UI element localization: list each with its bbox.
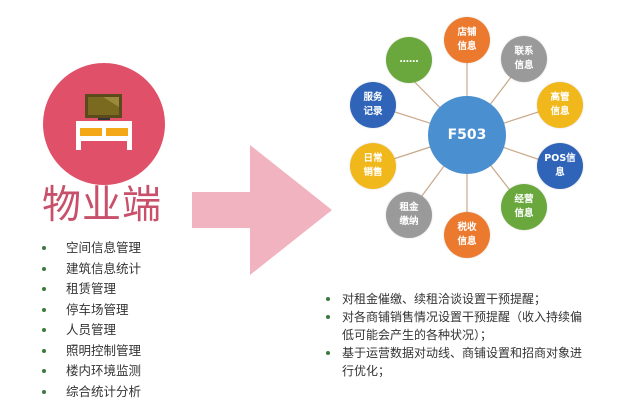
list-item: 空间信息管理 [42,238,141,259]
node-more: …… [386,37,432,83]
property-icon-circle [43,63,165,185]
list-item: 综合统计分析 [42,382,141,403]
node-contact-info: 联系信息 [501,36,547,82]
list-item: 停车场管理 [42,300,141,321]
hub-node: F503 [428,96,506,174]
node-daily-sales: 日常销售 [350,143,396,189]
node-pos-info: POS信息 [537,143,583,189]
node-business-info: 经营信息 [501,184,547,230]
node-tax-info: 税收信息 [444,212,490,258]
feature-list: 空间信息管理 建筑信息统计 租赁管理 停车场管理 人员管理 照明控制管理 楼内环… [42,238,141,402]
tv-cabinet-icon [76,94,132,150]
list-item: 建筑信息统计 [42,259,141,280]
list-item: 照明控制管理 [42,341,141,362]
list-item: 租赁管理 [42,279,141,300]
node-service-records: 服务记录 [350,82,396,128]
list-item: 楼内环境监测 [42,361,141,382]
list-item: 人员管理 [42,320,141,341]
arrow-right-icon [192,145,332,275]
node-executive-info: 高管信息 [537,82,583,128]
notes-list: 对租金催缴、续租洽谈设置干预提醒； 对各商铺销售情况设置干预提醒（收入持续偏低可… [326,290,592,380]
node-rent-payment: 租金缴纳 [386,192,432,238]
page-title: 物业端 [42,183,163,228]
note-item: 对各商铺销售情况设置干预提醒（收入持续偏低可能会产生的各种状况）； [326,308,592,344]
note-item: 基于运营数据对动线、商铺设置和招商对象进行优化； [326,344,592,380]
node-store-info: 店铺信息 [444,17,490,63]
note-item: 对租金催缴、续租洽谈设置干预提醒； [326,290,592,308]
